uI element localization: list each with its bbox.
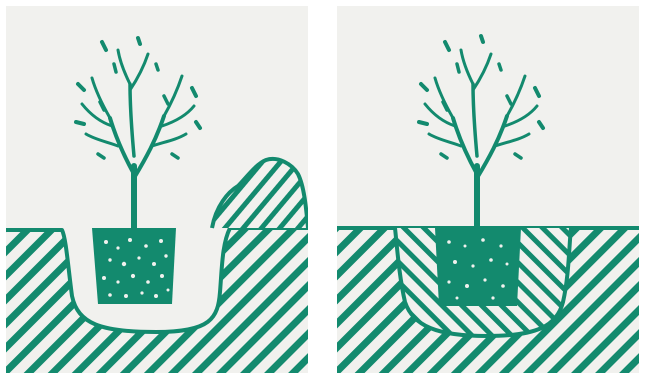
tree — [419, 36, 543, 228]
soil-spoil-mound — [212, 159, 308, 228]
root-ball — [435, 228, 521, 306]
before-backfill-drawing — [6, 6, 308, 373]
after-backfill-drawing — [337, 6, 639, 373]
tree — [76, 38, 200, 228]
container-root-ball — [92, 228, 176, 304]
panel-after-backfill — [337, 6, 639, 373]
panel-before-backfill — [6, 6, 308, 373]
